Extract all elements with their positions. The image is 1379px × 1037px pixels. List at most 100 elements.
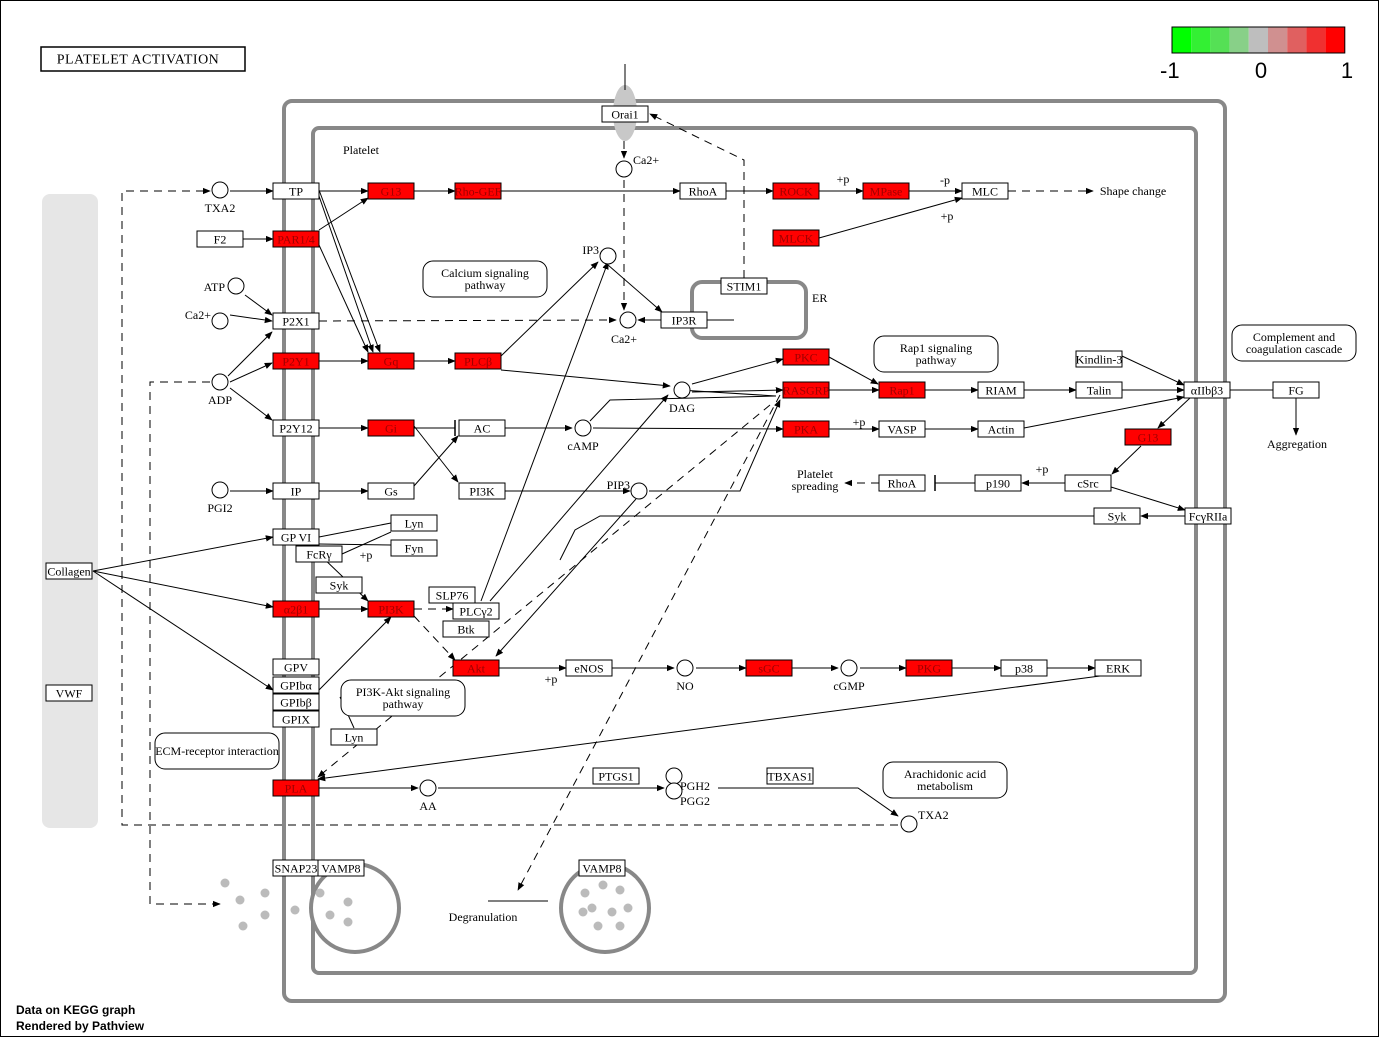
- gene-node-rhoa1[interactable]: RhoA: [679, 182, 727, 200]
- gene-node-mpase[interactable]: MPase: [862, 182, 910, 200]
- gene-node-pla[interactable]: PLA: [272, 779, 320, 797]
- gene-node-slp76[interactable]: SLP76: [428, 586, 476, 604]
- gene-node-btk[interactable]: Btk: [442, 620, 490, 638]
- gene-node-stim1[interactable]: STIM1: [720, 277, 768, 295]
- gene-node-erk[interactable]: ERK: [1094, 659, 1142, 677]
- gene-node-vwf[interactable]: VWF: [45, 684, 93, 702]
- compound-no[interactable]: NO: [676, 659, 694, 693]
- gene-node-a2b1[interactable]: α2β1: [272, 600, 320, 618]
- gene-node-pkc[interactable]: PKC: [782, 348, 830, 366]
- gene-node-gpix[interactable]: GPIX: [272, 710, 320, 728]
- compound-dag[interactable]: DAG: [669, 381, 695, 415]
- gene-node-plcb[interactable]: PLCβ: [454, 352, 502, 370]
- gene-node-p2y12[interactable]: P2Y12: [272, 419, 320, 437]
- compound-pip3[interactable]: PIP3: [607, 478, 648, 500]
- compound-aa[interactable]: AA: [419, 779, 437, 813]
- gene-node-p190[interactable]: p190: [974, 474, 1022, 492]
- compound-label: ATP: [204, 280, 226, 294]
- gene-node-pkg[interactable]: PKG: [905, 659, 953, 677]
- pathway-link-ecm[interactable]: ECM-receptor interaction: [154, 732, 280, 770]
- label-p_vasp: +p: [853, 415, 866, 429]
- gene-node-rhogef[interactable]: Rho-GEF: [454, 182, 502, 200]
- gene-node-rhoa2[interactable]: RhoA: [878, 474, 926, 492]
- gene-node-tbxas1[interactable]: TBXAS1: [766, 767, 814, 785]
- gene-node-syk1[interactable]: Syk: [315, 576, 363, 594]
- gene-node-talin[interactable]: Talin: [1075, 381, 1123, 399]
- gene-node-p2x1[interactable]: P2X1: [272, 312, 320, 330]
- gene-node-mlck[interactable]: MLCK: [772, 229, 820, 247]
- gene-node-rap1[interactable]: Rap1: [878, 381, 926, 399]
- granule-dot: [587, 903, 597, 913]
- gene-node-par14[interactable]: PAR1/4: [272, 230, 320, 248]
- gene-node-g13a[interactable]: G13: [367, 182, 415, 200]
- gene-node-vasp[interactable]: VASP: [878, 420, 926, 438]
- gene-label: MPase: [870, 185, 903, 199]
- gene-node-aiib3[interactable]: αIIbβ3: [1183, 381, 1231, 399]
- gene-node-riam[interactable]: RIAM: [977, 381, 1025, 399]
- gene-label: P2X1: [282, 315, 309, 329]
- gene-node-ac[interactable]: AC: [458, 419, 506, 437]
- edge-71: [413, 615, 456, 661]
- gene-node-ip3r[interactable]: IP3R: [660, 311, 708, 329]
- compound-txa2a[interactable]: TXA2: [205, 181, 236, 215]
- gene-node-syk2[interactable]: Syk: [1093, 507, 1141, 525]
- compound-ip3[interactable]: IP3: [582, 243, 617, 265]
- gene-node-mlc[interactable]: MLC: [961, 182, 1009, 200]
- compound-ca_top[interactable]: Ca2+: [615, 153, 659, 178]
- gene-node-plcg2[interactable]: PLCγ2: [452, 602, 500, 620]
- gene-box: [317, 859, 365, 877]
- gene-node-p2y1[interactable]: P2Y1: [272, 352, 320, 370]
- gene-node-g13b[interactable]: G13: [1124, 428, 1172, 446]
- gene-node-p38[interactable]: p38: [1000, 659, 1048, 677]
- gene-node-enos[interactable]: eNOS: [565, 659, 613, 677]
- compound-pgh2[interactable]: PGH2: [665, 767, 710, 793]
- gene-node-rock[interactable]: ROCK: [772, 182, 820, 200]
- gene-node-fyn[interactable]: Fyn: [390, 539, 438, 557]
- gene-node-lyn2[interactable]: Lyn: [330, 728, 378, 746]
- gene-node-ptgs1[interactable]: PTGS1: [592, 767, 640, 785]
- gene-node-csrc[interactable]: cSrc: [1064, 474, 1112, 492]
- gene-node-fcgr2a[interactable]: FcγRIIa: [1184, 507, 1232, 525]
- gene-node-gq[interactable]: Gq: [367, 352, 415, 370]
- gene-node-tp[interactable]: TP: [272, 182, 320, 200]
- gene-node-pi3k2[interactable]: PI3K: [367, 600, 415, 618]
- gene-node-gs[interactable]: Gs: [367, 482, 415, 500]
- gene-node-collagen[interactable]: Collagen: [45, 562, 93, 580]
- compound-camp[interactable]: cAMP: [567, 419, 599, 453]
- cell-label: Platelet: [343, 143, 380, 157]
- compound-cgmp[interactable]: cGMP: [833, 659, 865, 693]
- gene-node-gpibb[interactable]: GPIbβ: [272, 693, 320, 711]
- compound-adp[interactable]: ADP: [208, 373, 232, 407]
- gene-node-fg[interactable]: FG: [1272, 381, 1320, 399]
- gene-node-rasgrp[interactable]: RASGRP: [782, 381, 830, 399]
- gene-node-gpiba[interactable]: GPIbα: [272, 676, 320, 694]
- gene-node-gpv[interactable]: GPV: [272, 658, 320, 676]
- gene-node-gpvi[interactable]: GP VI: [272, 528, 320, 546]
- compound-ca_left[interactable]: Ca2+: [185, 308, 229, 330]
- gene-node-orai1[interactable]: Orai1: [601, 105, 649, 123]
- gene-node-pi3k1[interactable]: PI3K: [458, 482, 506, 500]
- gene-node-sgc[interactable]: sGC: [745, 659, 793, 677]
- gene-node-vamp8b[interactable]: VAMP8: [578, 859, 626, 877]
- gene-node-kindlin3[interactable]: Kindlin-3: [1075, 350, 1123, 368]
- compound-atp[interactable]: ATP: [204, 277, 245, 295]
- gene-node-actin[interactable]: Actin: [977, 420, 1025, 438]
- gene-node-pka[interactable]: PKA: [782, 420, 830, 438]
- gene-node-gi[interactable]: Gi: [367, 419, 415, 437]
- gene-node-fcrg[interactable]: FcRγ: [295, 545, 343, 563]
- gene-node-ip[interactable]: IP: [272, 482, 320, 500]
- gene-node-f2[interactable]: F2: [196, 230, 244, 248]
- compound-ca_mid[interactable]: Ca2+: [611, 311, 637, 346]
- compound-pgi2[interactable]: PGI2: [207, 481, 233, 515]
- compound-txa2b[interactable]: TXA2: [900, 808, 949, 833]
- compound-pgg2[interactable]: PGG2: [665, 782, 710, 808]
- gene-node-lyn1[interactable]: Lyn: [390, 514, 438, 532]
- gene-node-snap23[interactable]: SNAP23: [272, 859, 320, 877]
- gene-node-vamp8a[interactable]: VAMP8: [317, 859, 365, 877]
- gene-node-akt[interactable]: Akt: [452, 659, 500, 677]
